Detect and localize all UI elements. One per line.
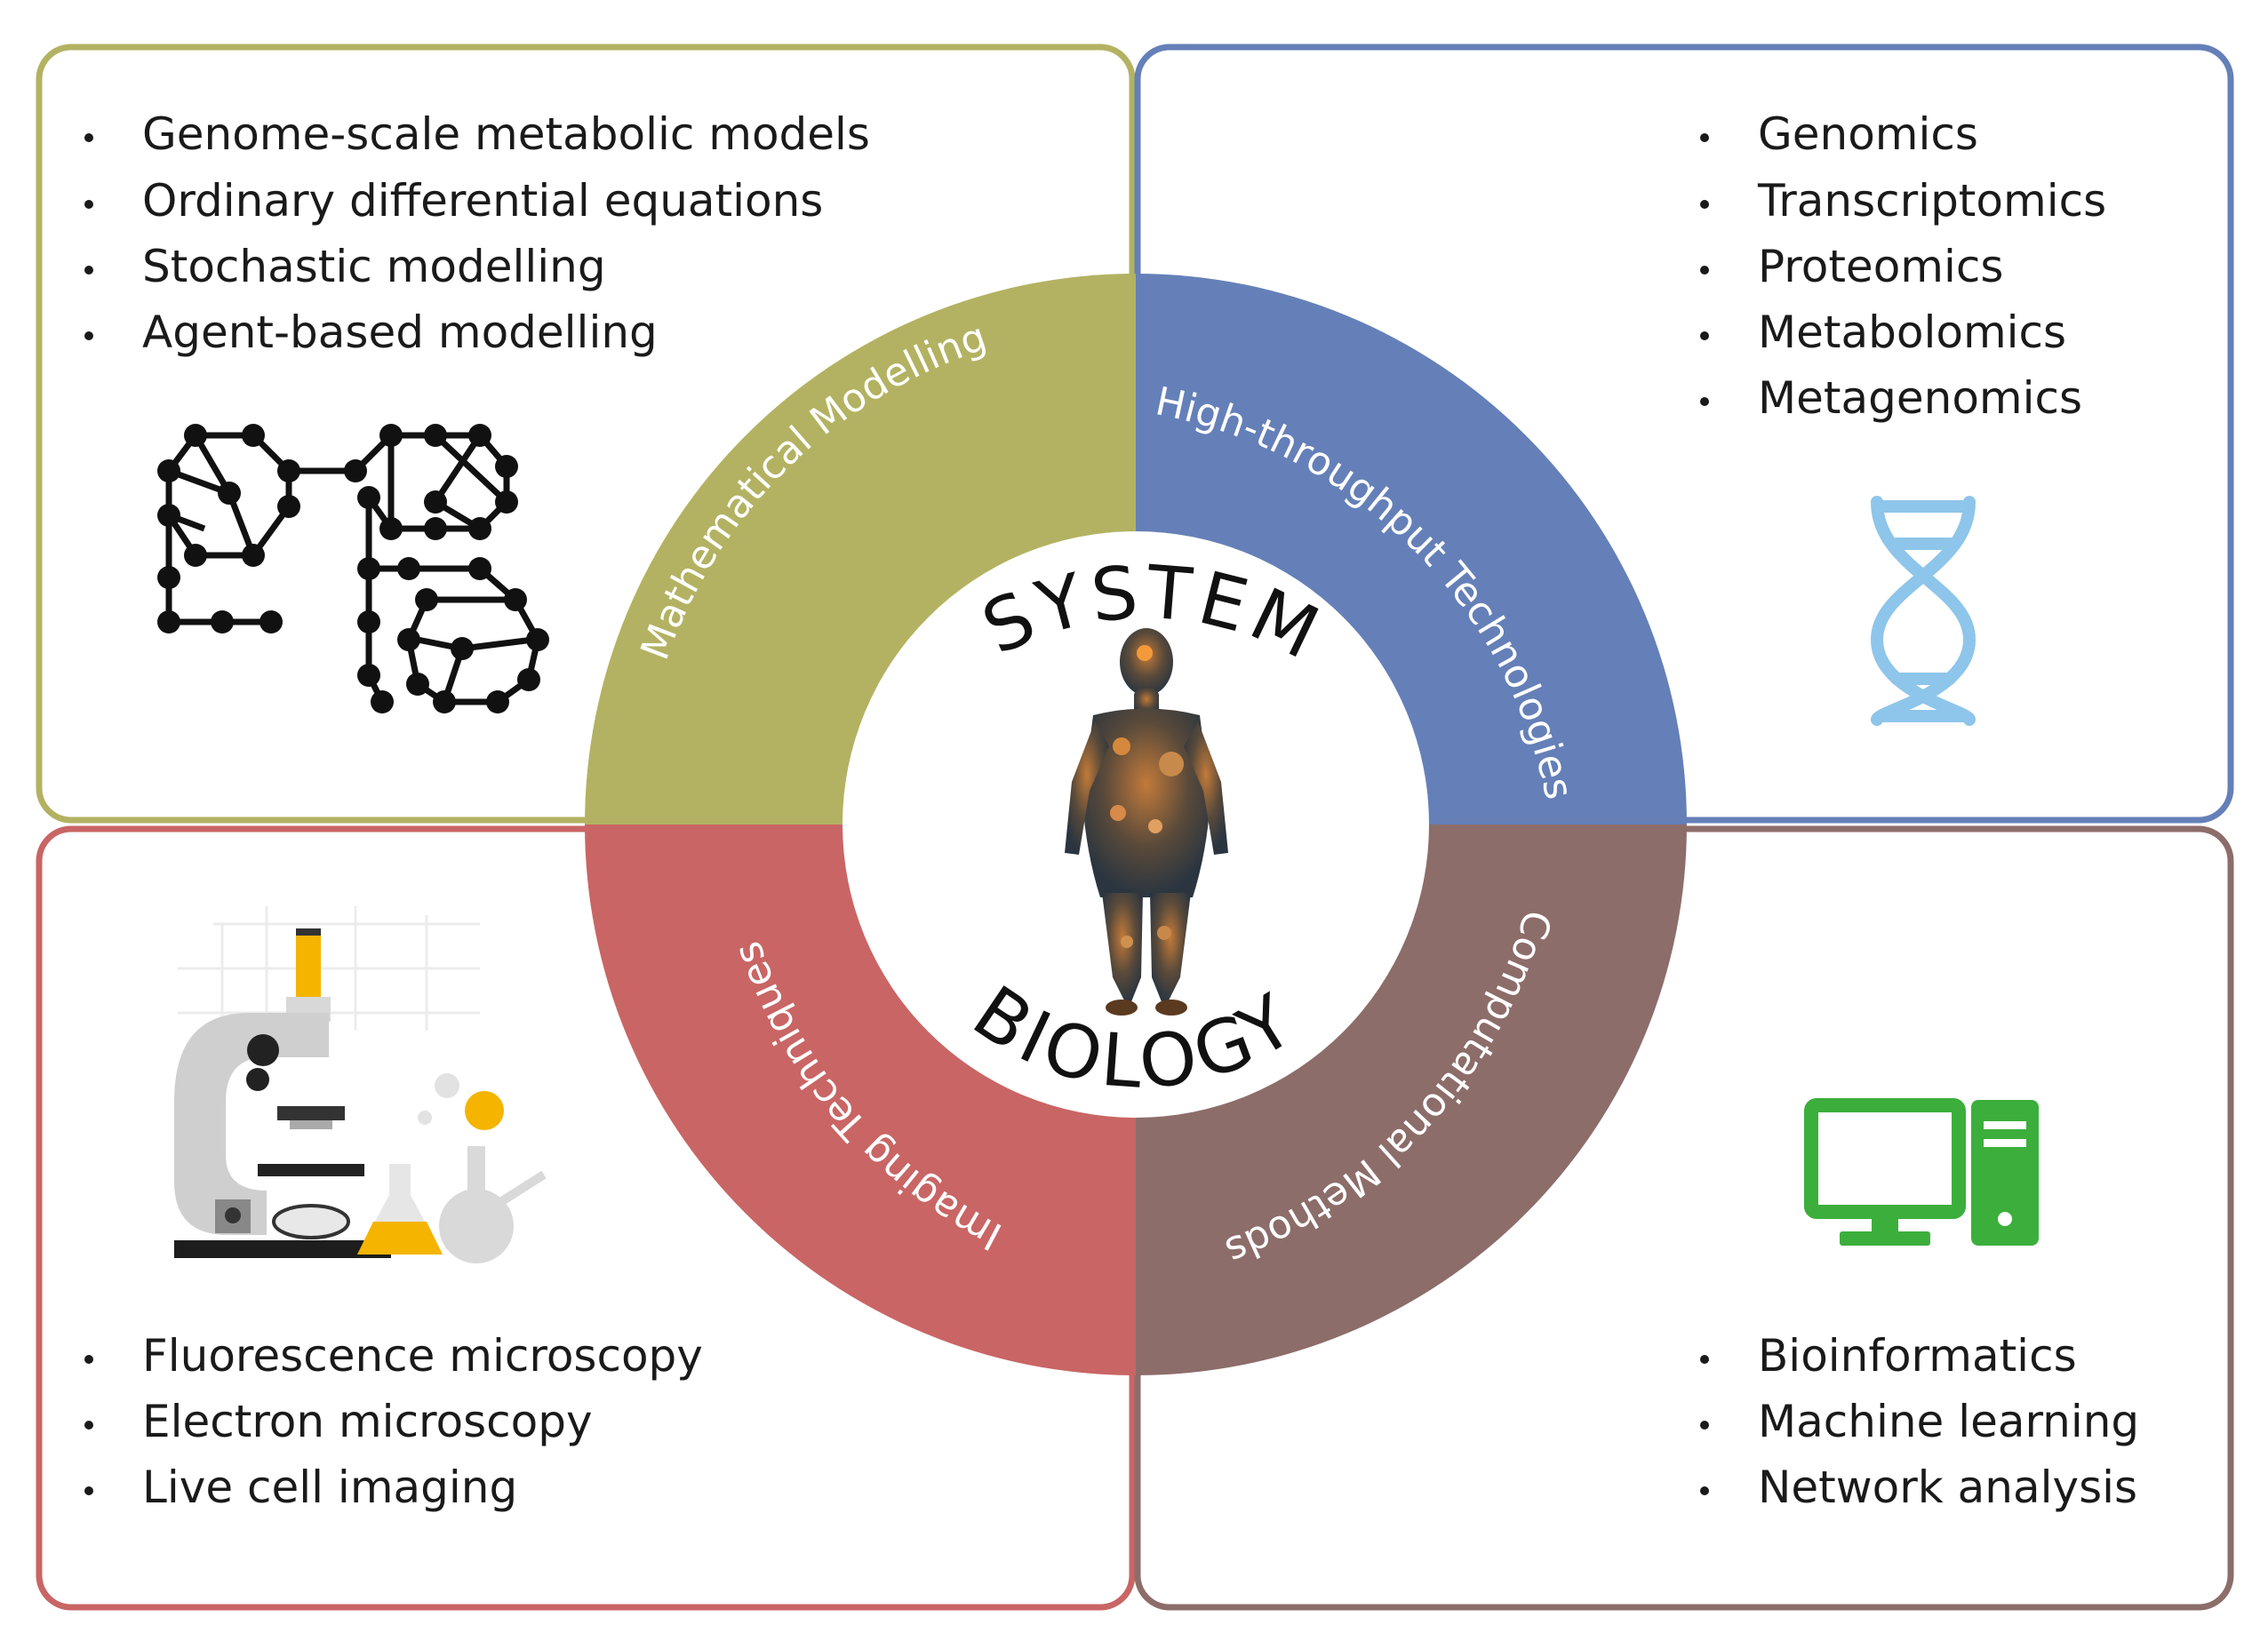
modelling-item-4: Agent-based modelling (142, 307, 658, 358)
high-throughput-item-3: Proteomics (1758, 241, 2003, 292)
imaging-item-2: Electron microscopy (142, 1396, 593, 1447)
modelling-list: Genome-scale metabolic models Ordinary d… (84, 108, 870, 358)
computational-item-2: Machine learning (1758, 1396, 2139, 1447)
modelling-item-3: Stochastic modelling (142, 241, 606, 292)
computational-list: Bioinformatics Machine learning Network … (1700, 1330, 2139, 1513)
imaging-item-3: Live cell imaging (142, 1462, 517, 1513)
high-throughput-list: Genomics Transcriptomics Proteomics Meta… (1700, 108, 2106, 424)
high-throughput-item-1: Genomics (1758, 108, 1978, 160)
computational-item-1: Bioinformatics (1758, 1330, 2077, 1382)
computer-icon (1804, 1098, 2039, 1246)
high-throughput-item-2: Transcriptomics (1757, 175, 2106, 227)
modelling-item-1: Genome-scale metabolic models (142, 108, 870, 160)
high-throughput-item-4: Metabolomics (1758, 307, 2066, 358)
imaging-list: Fluorescence microscopy Electron microsc… (84, 1330, 703, 1513)
dna-icon (1870, 496, 1977, 726)
human-figure-icon (1065, 628, 1228, 1016)
high-throughput-item-5: Metagenomics (1758, 372, 2082, 424)
imaging-item-1: Fluorescence microscopy (142, 1330, 703, 1382)
modelling-item-2: Ordinary differential equations (142, 175, 823, 227)
computational-item-3: Network analysis (1758, 1462, 2137, 1513)
microscope-icon (174, 906, 547, 1263)
network-nodes (157, 424, 549, 713)
